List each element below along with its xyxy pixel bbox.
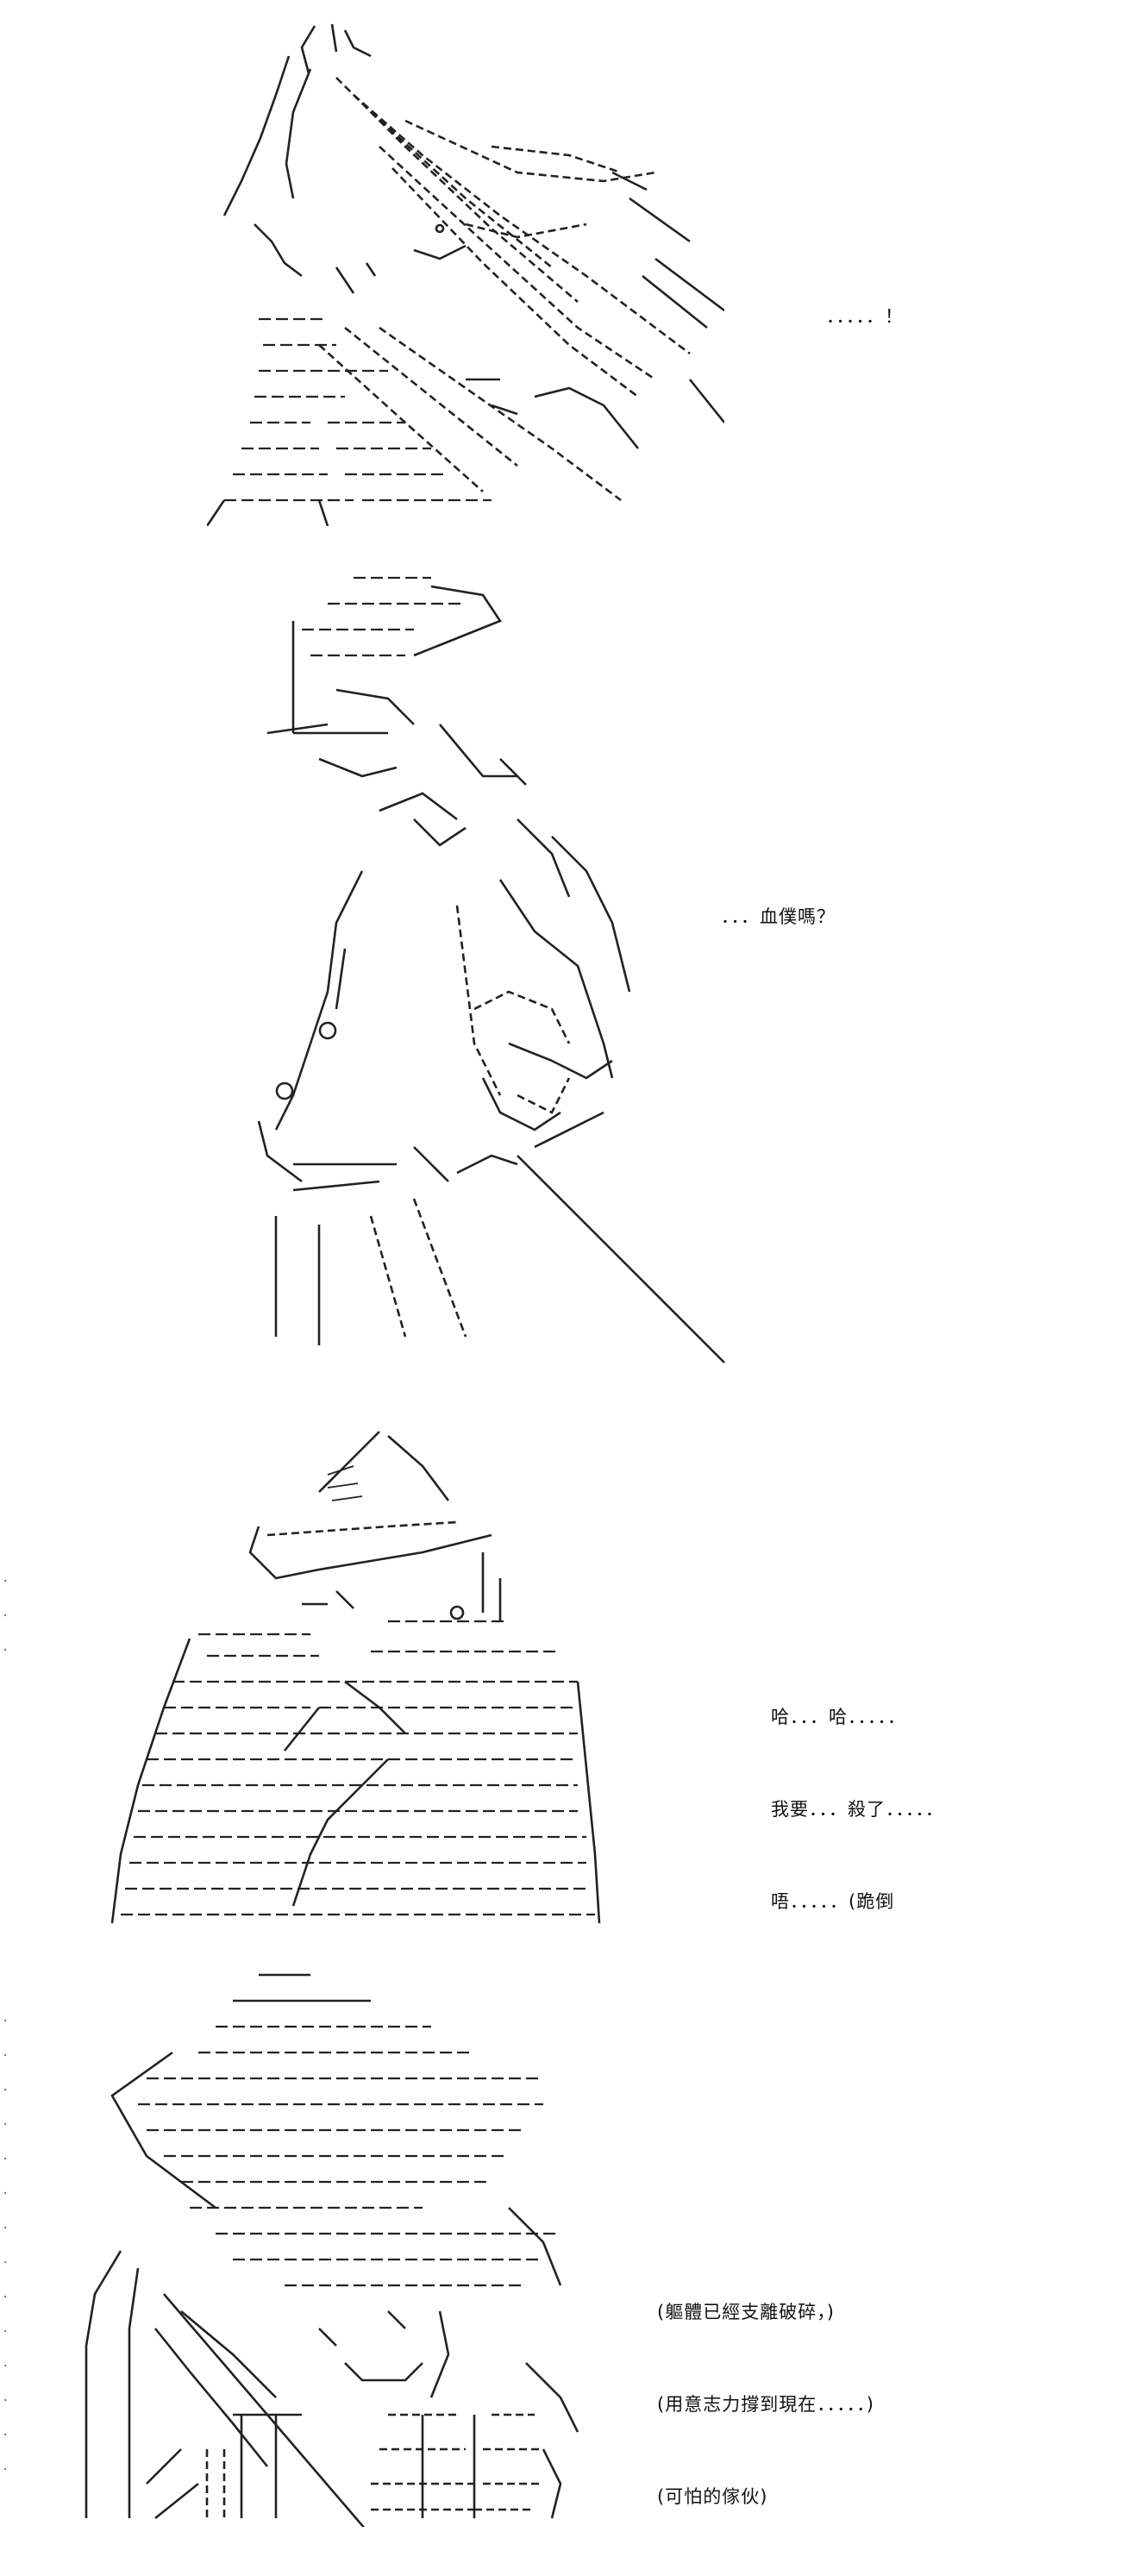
dialogue-line: ．．．．．！ [826, 306, 904, 327]
panel-4: . . . . . . . . . . . . . . [0, 1949, 1121, 2535]
dialogue-line: 我要．．．殺了．．．．． [771, 1799, 944, 1820]
dialogue-line: 唔．．．．．(跪倒 [771, 1891, 895, 1912]
dialogue-block: ．．．血僕嗎？ [721, 852, 836, 996]
ascii-art-figure-hat-swordsman [241, 561, 742, 1380]
ascii-art-figure-wide-hat [60, 1966, 647, 2527]
dialogue-line: 哈．．．哈．．．．． [771, 1707, 906, 1727]
ascii-art-figure-kneeling-cloak [60, 1423, 647, 1940]
dialogue-line: (軀體已經支離破碎，) [657, 2302, 835, 2322]
panel-3: . . . [0, 1397, 1121, 1949]
panel-1: ．．．．．！ [0, 0, 1121, 535]
dialogue-line: (可怕的傢伙) [657, 2486, 768, 2507]
dialogue-block: ．．．．．！ [826, 252, 904, 396]
dialogue-line: ．．．血僕嗎？ [721, 906, 836, 927]
ascii-art-figure-long-hair [207, 17, 724, 526]
panel-2: ．．．血僕嗎？ [0, 535, 1121, 1397]
dialogue-block: (軀體已經支離破碎，) (用意志力撐到現在．．．．．) (可怕的傢伙) [657, 2247, 874, 2576]
dialogue-block: 哈．．．哈．．．．． 我要．．．殺了．．．．． 唔．．．．．(跪倒 [771, 1652, 944, 1981]
dialogue-line: (用意志力撐到現在．．．．．) [657, 2394, 874, 2415]
page-edge-marks: . . . [2, 1571, 9, 1654]
page-edge-marks: . . . . . . . . . . . . . . [2, 2011, 9, 2473]
